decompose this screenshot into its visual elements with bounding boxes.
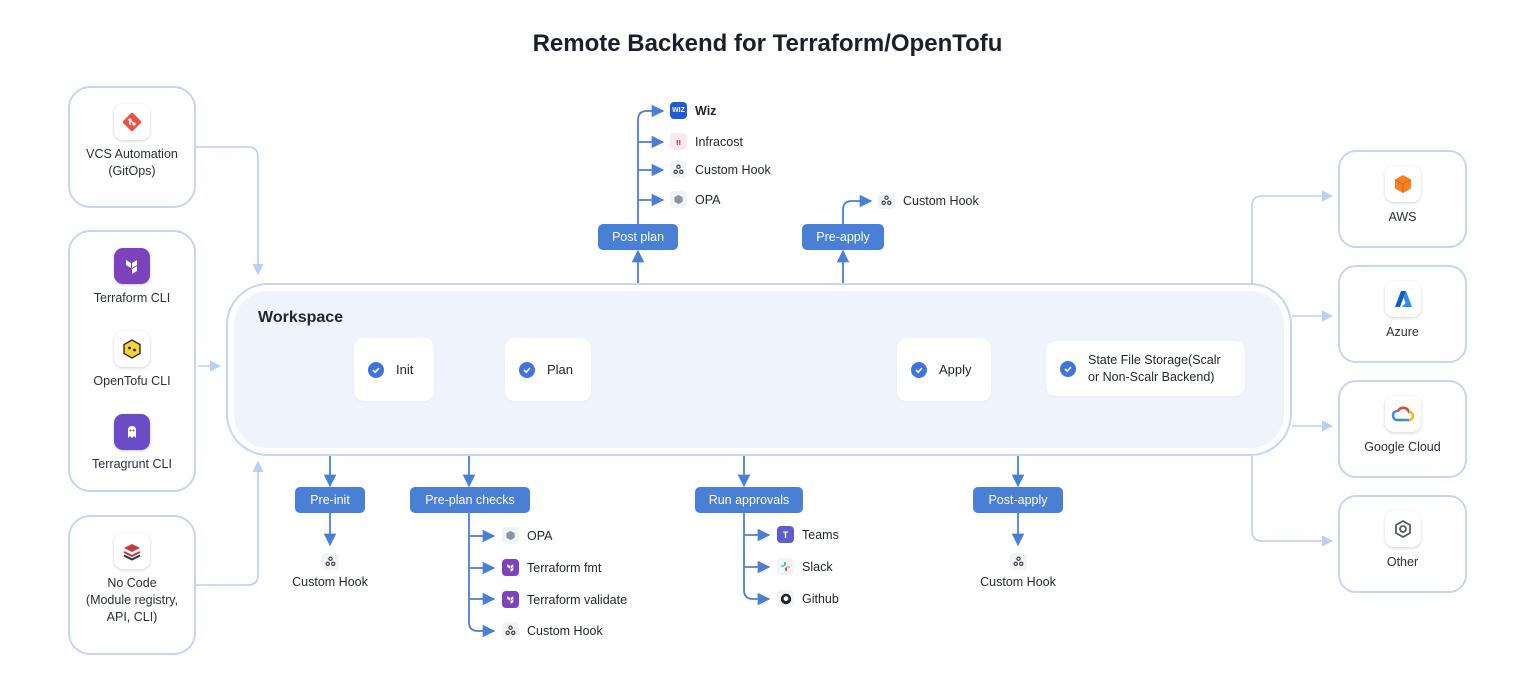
other-connector xyxy=(1251,456,1334,547)
workspace-label: Workspace xyxy=(258,309,344,326)
webhook-icon xyxy=(321,553,339,570)
stage-init-label: Init xyxy=(396,362,414,377)
stage-plan-label: Plan xyxy=(547,362,574,377)
pre-plan-hook-terraform-validate: Terraform validate xyxy=(502,591,627,608)
approval-github: Github xyxy=(777,590,839,607)
opentofu-icon xyxy=(114,331,150,367)
terraform-cli-source: Terraform CLI xyxy=(68,248,196,307)
hook-label: Teams xyxy=(802,527,839,542)
nocode-label: No Code (Module registry, API, CLI) xyxy=(85,576,179,624)
hook-label: Custom Hook xyxy=(903,193,979,208)
stage-apply-label: Apply xyxy=(939,362,972,377)
post-apply-pill: Post-apply xyxy=(973,487,1063,513)
hook-label: Infracost xyxy=(695,134,743,149)
terragrunt-icon xyxy=(114,414,150,450)
destination-label: AWS xyxy=(1388,210,1417,224)
run-approvals-pill: Run approvals xyxy=(695,487,803,513)
post-plan-hook-opa: OPA xyxy=(670,191,720,208)
aws-icon xyxy=(1384,166,1421,202)
wiz-icon: WIZ xyxy=(670,102,687,119)
check-icon xyxy=(1060,360,1076,377)
hook-label: Custom Hook xyxy=(527,623,603,638)
post-plan-hook-custom: Custom Hook xyxy=(670,161,771,178)
git-icon xyxy=(114,104,150,140)
hexagon-icon xyxy=(1384,511,1421,547)
pre-init-pill: Pre-init xyxy=(295,487,365,513)
webhook-icon xyxy=(878,192,895,209)
terraform-icon xyxy=(502,559,519,576)
aws-connector xyxy=(1251,190,1334,283)
opentofu-cli-source: OpenTofu CLI xyxy=(68,331,196,390)
opentofu-cli-label: OpenTofu CLI xyxy=(93,374,171,388)
pre-apply-hook-custom: Custom Hook xyxy=(878,192,979,209)
terragrunt-cli-source: Terragrunt CLI xyxy=(68,414,196,473)
layers-icon xyxy=(114,533,150,569)
check-icon xyxy=(519,361,535,378)
pre-plan-hook-opa: OPA xyxy=(502,527,552,544)
post-plan-hook-wiz: WIZ Wiz xyxy=(670,102,716,119)
opa-icon xyxy=(670,191,687,208)
hook-label: Wiz xyxy=(695,103,717,118)
terragrunt-cli-label: Terragrunt CLI xyxy=(92,457,172,471)
terraform-icon xyxy=(114,248,150,284)
pre-plan-hook-custom: Custom Hook xyxy=(502,622,603,639)
webhook-icon xyxy=(670,161,687,178)
vcs-label: VCS Automation (GitOps) xyxy=(86,147,178,178)
post-apply-custom-hook: Custom Hook xyxy=(973,553,1063,589)
pre-plan-pill: Pre-plan checks xyxy=(410,487,530,513)
vcs-source: VCS Automation (GitOps) xyxy=(68,104,196,180)
infracost-icon: ıı xyxy=(670,133,687,150)
pre-plan-hook-terraform-fmt: Terraform fmt xyxy=(502,559,601,576)
hook-label: Custom Hook xyxy=(292,575,368,589)
hook-label: Slack xyxy=(802,559,833,574)
hook-label: Terraform validate xyxy=(527,592,628,607)
hook-label: OPA xyxy=(695,192,721,207)
terraform-icon xyxy=(502,591,519,608)
stage-apply: Apply xyxy=(897,338,991,401)
hook-label: Custom Hook xyxy=(980,575,1056,589)
destination-other: Other xyxy=(1338,495,1467,593)
check-icon xyxy=(911,361,927,378)
google-cloud-icon xyxy=(1384,396,1421,432)
destination-label: Azure xyxy=(1386,325,1419,339)
vcs-connector xyxy=(196,146,264,276)
opa-icon xyxy=(502,527,519,544)
pre-apply-pill: Pre-apply xyxy=(802,224,884,250)
post-plan-pill: Post plan xyxy=(598,224,678,250)
terraform-cli-label: Terraform CLI xyxy=(93,291,171,305)
stage-init: Init xyxy=(354,338,434,401)
destination-label: Other xyxy=(1386,555,1419,569)
azure-icon xyxy=(1384,281,1421,317)
hook-label: Github xyxy=(802,591,839,606)
webhook-icon xyxy=(1009,553,1027,570)
diagram-title: Remote Backend for Terraform/OpenTofu xyxy=(532,30,1003,57)
hook-label: OPA xyxy=(527,528,553,543)
stage-state-storage: State File Storage(Scalr or Non-Scalr Ba… xyxy=(1046,341,1245,396)
approval-teams: T Teams xyxy=(777,526,839,543)
nocode-source: No Code (Module registry, API, CLI) xyxy=(68,533,196,626)
post-plan-hook-infracost: ıı Infracost xyxy=(670,133,743,150)
check-icon xyxy=(368,361,384,378)
stage-plan: Plan xyxy=(505,338,591,401)
webhook-icon xyxy=(502,622,519,639)
destination-google-cloud: Google Cloud xyxy=(1338,380,1467,478)
nocode-connector xyxy=(196,460,264,586)
approval-slack: Slack xyxy=(777,558,833,575)
destination-label: Google Cloud xyxy=(1364,440,1441,454)
teams-icon: T xyxy=(777,526,794,543)
stage-state-label: State File Storage(Scalr or Non-Scalr Ba… xyxy=(1088,352,1221,384)
hook-label: Custom Hook xyxy=(695,162,771,177)
destination-azure: Azure xyxy=(1338,265,1467,363)
hook-label: Terraform fmt xyxy=(527,560,602,575)
destination-aws: AWS xyxy=(1338,150,1467,248)
pre-init-custom-hook: Custom Hook xyxy=(285,553,375,589)
slack-icon xyxy=(777,558,794,575)
github-icon xyxy=(777,590,794,607)
